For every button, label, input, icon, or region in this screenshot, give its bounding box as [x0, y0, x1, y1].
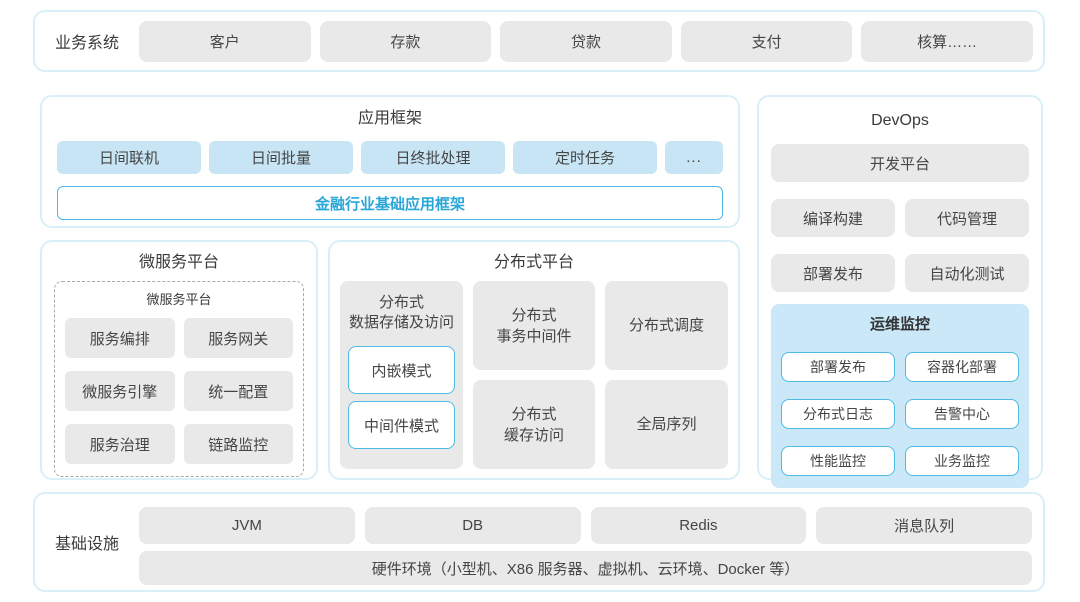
microservices-item: 微服务引擎 — [65, 371, 175, 411]
microservices-item: 服务编排 — [65, 318, 175, 358]
ops-monitoring-item: 分布式日志 — [781, 399, 895, 429]
app-framework-item: 日终批处理 — [361, 141, 505, 174]
infrastructure-content: JVM DB Redis 消息队列 硬件环境（小型机、X86 服务器、虚拟机、云… — [139, 494, 1032, 590]
ops-monitoring-item: 业务监控 — [905, 446, 1019, 476]
distributed-storage-label: 分布式 数据存储及访问 — [348, 294, 454, 331]
distributed-storage-box: 分布式 数据存储及访问 内嵌模式 中间件模式 — [340, 281, 463, 469]
ops-monitoring-row: 部署发布 容器化部署 — [781, 352, 1019, 382]
distributed-grid: 分布式 数据存储及访问 内嵌模式 中间件模式 分布式 事务中间件 分布式调度 分… — [340, 281, 728, 469]
microservices-inner-box: 微服务平台 服务编排 服务网关 微服务引擎 统一配置 服务治理 链路监控 — [54, 281, 304, 477]
infrastructure-item: 消息队列 — [816, 507, 1032, 544]
business-systems-panel: 业务系统 客户 存款 贷款 支付 核算…… — [33, 10, 1045, 72]
infrastructure-item: JVM — [139, 507, 355, 544]
distributed-item: 分布式 缓存访问 — [473, 380, 595, 469]
microservices-item: 服务网关 — [183, 318, 293, 358]
distributed-title: 分布式平台 — [493, 254, 574, 271]
microservices-title: 微服务平台 — [138, 254, 219, 271]
storage-mode-item: 内嵌模式 — [348, 346, 455, 394]
storage-mode-item: 中间件模式 — [348, 401, 455, 449]
business-system-item: 贷款 — [500, 20, 672, 62]
ops-monitoring-item: 告警中心 — [905, 399, 1019, 429]
devops-item: 代码管理 — [905, 199, 1029, 237]
app-framework-item: 日间联机 — [57, 141, 201, 174]
devops-item: 部署发布 — [771, 254, 895, 292]
distributed-item: 全局序列 — [605, 380, 728, 469]
hardware-environment-box: 硬件环境（小型机、X86 服务器、虚拟机、云环境、Docker 等） — [139, 551, 1032, 585]
devops-row: 编译构建 代码管理 — [771, 199, 1029, 237]
distributed-item: 分布式 事务中间件 — [473, 281, 595, 370]
app-framework-panel: 应用框架 日间联机 日间批量 日终批处理 定时任务 ... 金融行业基础应用框架 — [40, 95, 740, 228]
business-systems-row: 客户 存款 贷款 支付 核算…… — [139, 20, 1033, 62]
app-framework-title: 应用框架 — [357, 110, 422, 127]
microservices-grid: 服务编排 服务网关 微服务引擎 统一配置 服务治理 链路监控 — [65, 318, 293, 464]
ops-monitoring-box: 运维监控 部署发布 容器化部署 分布式日志 告警中心 性能监控 业务监控 — [771, 304, 1029, 488]
devops-dev-platform: 开发平台 — [771, 144, 1029, 182]
distributed-panel: 分布式平台 分布式 数据存储及访问 内嵌模式 中间件模式 分布式 事务中间件 分… — [328, 240, 740, 480]
devops-panel: DevOps 开发平台 编译构建 代码管理 部署发布 自动化测试 运维监控 部署… — [757, 95, 1043, 488]
ops-monitoring-row: 性能监控 业务监控 — [781, 446, 1019, 476]
app-framework-items-row: 日间联机 日间批量 日终批处理 定时任务 ... — [57, 141, 723, 174]
infrastructure-item: DB — [364, 507, 581, 544]
microservices-item: 服务治理 — [65, 424, 175, 464]
base-framework-box: 金融行业基础应用框架 — [57, 186, 723, 220]
ops-monitoring-title: 运维监控 — [869, 316, 930, 333]
distributed-item: 分布式调度 — [605, 281, 728, 370]
ops-monitoring-item: 部署发布 — [781, 352, 895, 382]
business-system-item: 存款 — [319, 20, 492, 62]
infrastructure-row: JVM DB Redis 消息队列 — [139, 507, 1032, 544]
microservices-item: 统一配置 — [183, 371, 293, 411]
infrastructure-label: 基础设施 — [54, 536, 119, 553]
infrastructure-item: Redis — [590, 507, 807, 544]
devops-row: 部署发布 自动化测试 — [771, 254, 1029, 292]
business-system-item: 客户 — [139, 20, 311, 62]
devops-item: 编译构建 — [771, 199, 895, 237]
business-system-item: 支付 — [680, 20, 853, 62]
microservices-inner-title: 微服务平台 — [146, 292, 212, 307]
app-framework-item: 日间批量 — [209, 141, 353, 174]
ops-monitoring-item: 容器化部署 — [905, 352, 1019, 382]
app-framework-item: 定时任务 — [513, 141, 657, 174]
ops-monitoring-row: 分布式日志 告警中心 — [781, 399, 1019, 429]
microservices-panel: 微服务平台 微服务平台 服务编排 服务网关 微服务引擎 统一配置 服务治理 链路… — [40, 240, 318, 480]
business-system-item: 核算…… — [861, 20, 1033, 62]
devops-item: 自动化测试 — [905, 254, 1029, 292]
ops-monitoring-item: 性能监控 — [781, 446, 895, 476]
microservices-item: 链路监控 — [183, 424, 293, 464]
infrastructure-panel: 基础设施 JVM DB Redis 消息队列 硬件环境（小型机、X86 服务器、… — [33, 492, 1045, 592]
business-systems-label: 业务系统 — [54, 35, 119, 52]
devops-title: DevOps — [871, 112, 929, 129]
app-framework-item-more: ... — [665, 141, 723, 174]
